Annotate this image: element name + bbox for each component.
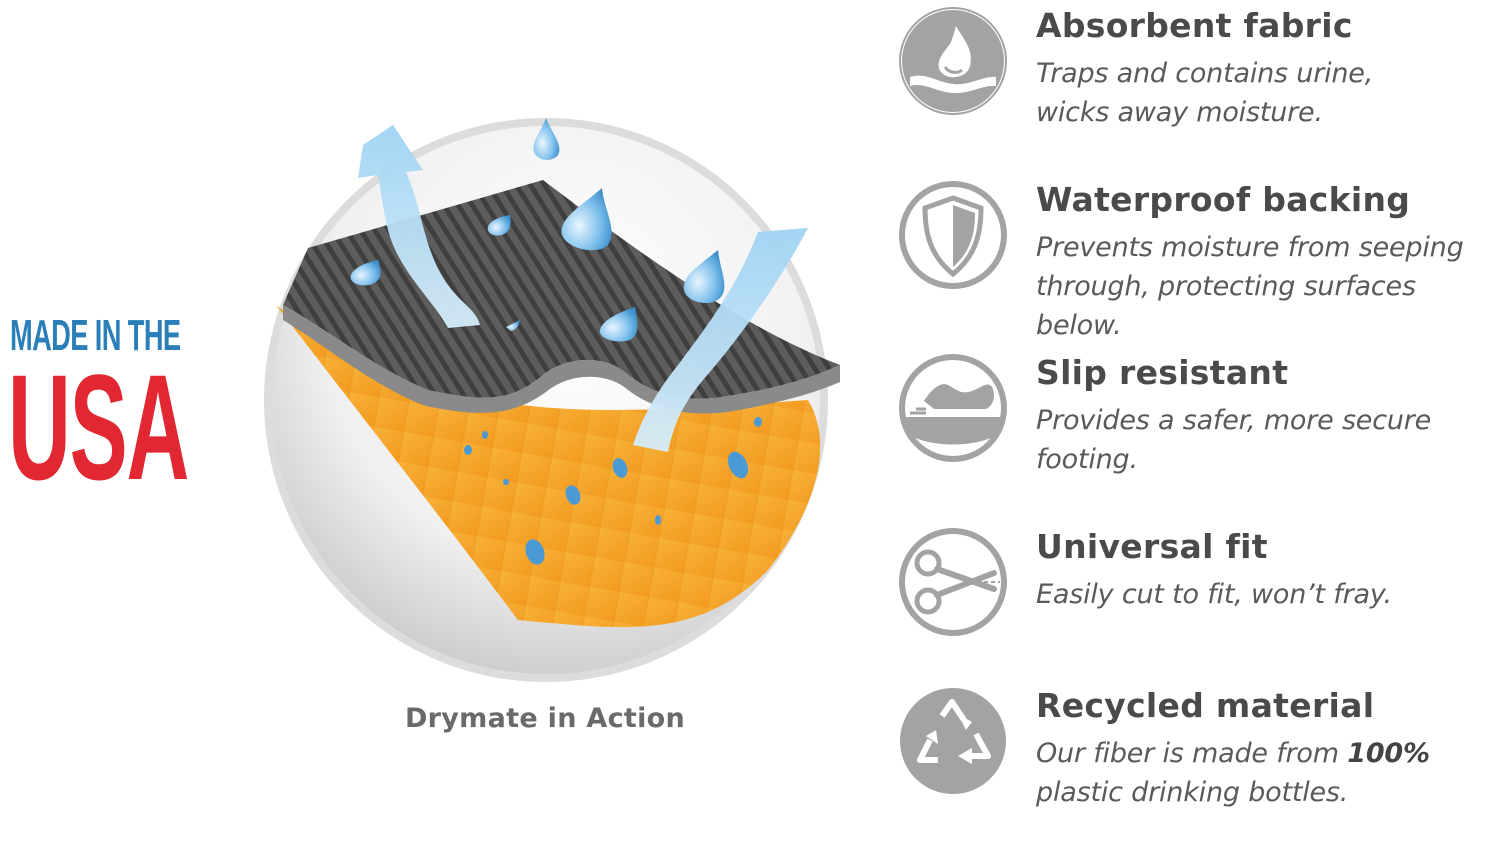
feature-waterproof: Waterproof backing Prevents moisture fro… xyxy=(896,178,1500,341)
feature-description: Easily cut to fit, won’t fray. xyxy=(1036,579,1392,610)
layers-diagram xyxy=(264,118,840,682)
feature-title: Recycled material xyxy=(1036,686,1375,725)
feature-description: Our fiber is made from 100%plastic drink… xyxy=(1036,738,1430,808)
feature-title: Absorbent fabric xyxy=(1036,6,1353,45)
feature-title: Universal fit xyxy=(1036,527,1268,566)
water-drop-icon xyxy=(896,4,1010,118)
recycle-icon xyxy=(896,684,1010,798)
shoe-icon xyxy=(896,351,1010,465)
water-droplets xyxy=(350,118,725,342)
drymate-illustration xyxy=(248,100,848,700)
feature-title: Slip resistant xyxy=(1036,353,1289,392)
badge-made-in-the: MADE IN THE xyxy=(10,311,181,360)
feature-description: Traps and contains urine,wicks away mois… xyxy=(1036,58,1374,128)
made-in-usa-badge: MADE IN THE USA xyxy=(8,310,189,502)
feature-absorbent: Absorbent fabric Traps and contains urin… xyxy=(896,4,1500,154)
absorbed-droplets xyxy=(464,417,762,565)
feature-slip-resistant: Slip resistant Provides a safer, more se… xyxy=(896,351,1500,501)
illustration-caption: Drymate in Action xyxy=(404,703,686,734)
water-stream-right xyxy=(633,228,808,452)
features-list: Absorbent fabric Traps and contains urin… xyxy=(896,0,1500,846)
feature-title: Waterproof backing xyxy=(1036,180,1411,219)
feature-universal-fit: Universal fit Easily cut to fit, won’t f… xyxy=(896,525,1500,675)
shield-icon xyxy=(896,178,1010,292)
feature-recycled: Recycled material Our fiber is made from… xyxy=(896,684,1500,834)
scissors-icon xyxy=(896,525,1010,639)
badge-usa: USA xyxy=(8,343,189,511)
water-stream-left xyxy=(358,125,480,328)
